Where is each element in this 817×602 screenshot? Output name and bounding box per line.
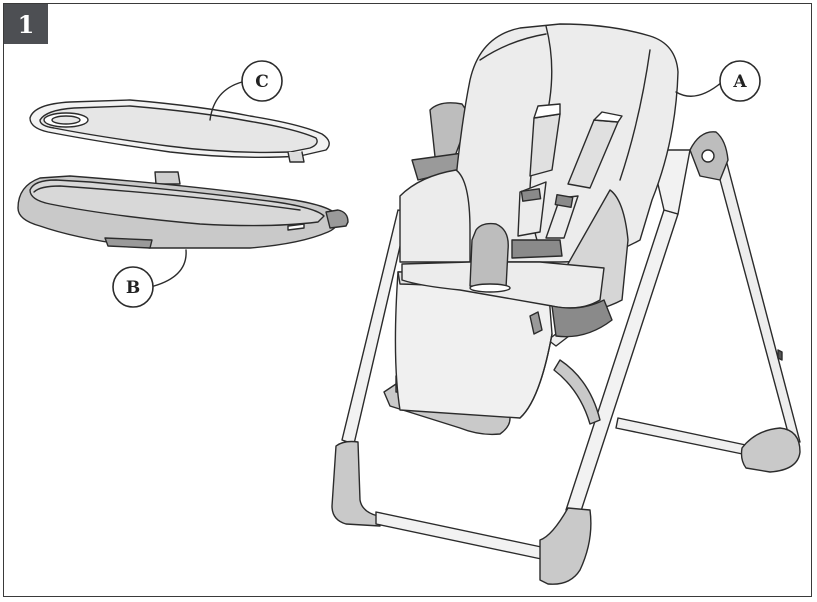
high-chair-a	[332, 24, 800, 584]
callout-a: A	[676, 61, 760, 101]
callout-b: B	[113, 250, 186, 307]
callout-c-label: C	[255, 72, 269, 92]
tray-insert-c	[30, 100, 329, 162]
callout-a-label: A	[732, 72, 747, 92]
callout-b-label: B	[126, 278, 140, 298]
tray-b	[18, 172, 348, 248]
